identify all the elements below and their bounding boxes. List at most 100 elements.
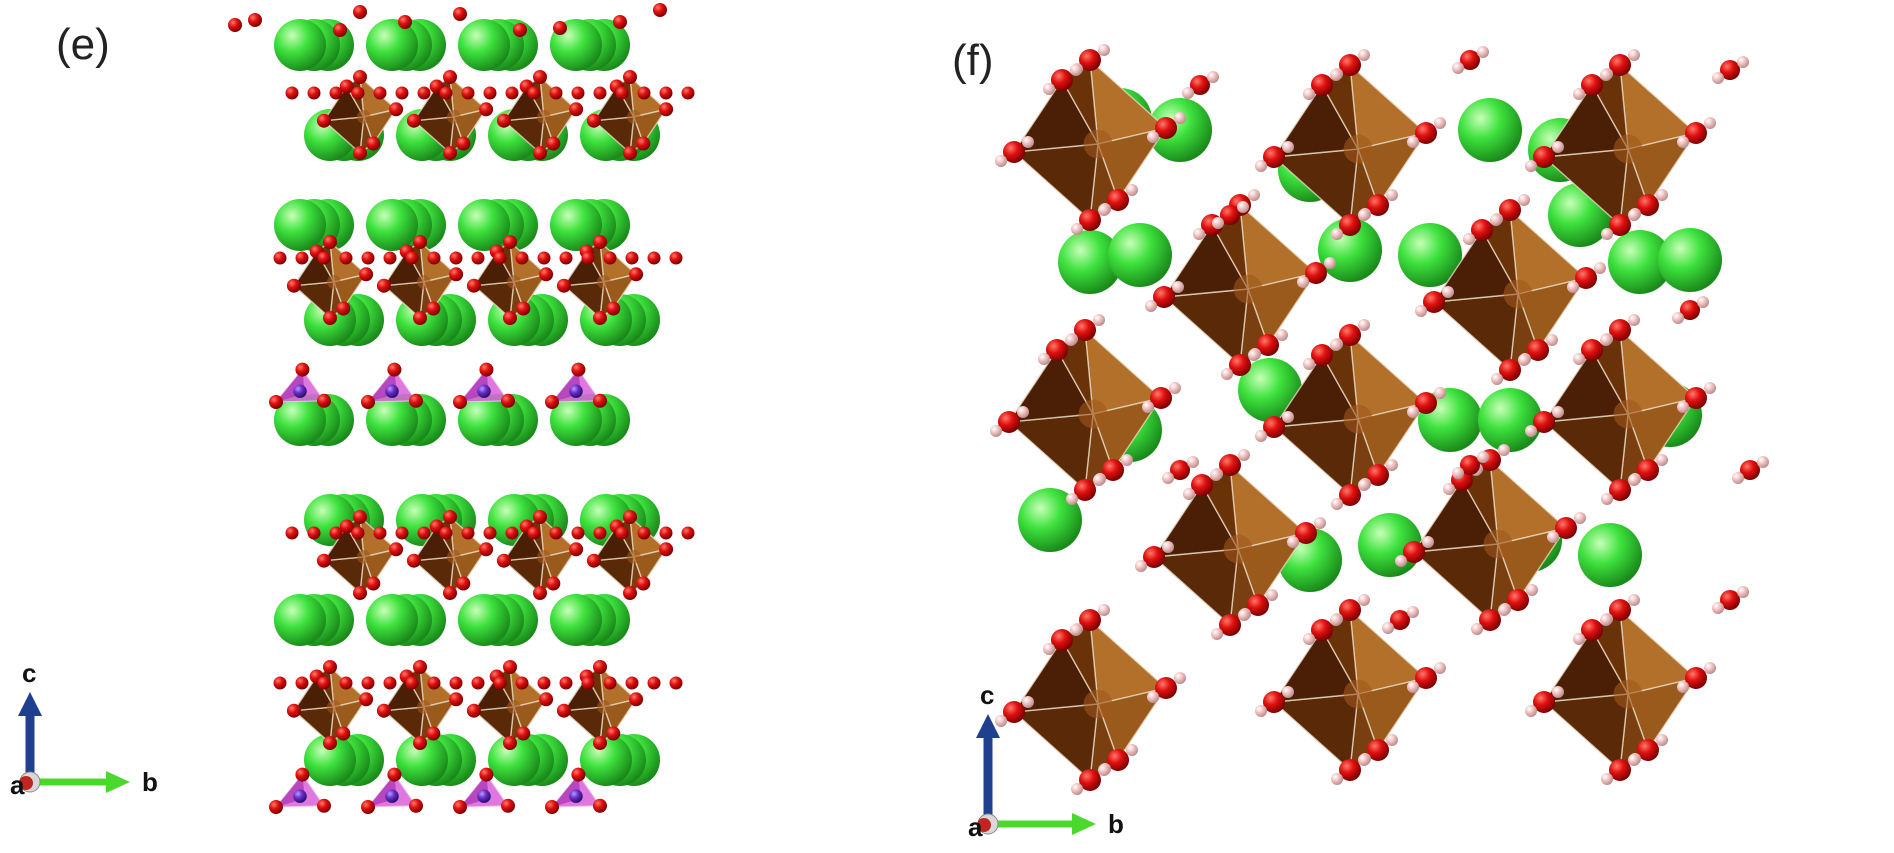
oxygen-atom [1507, 589, 1529, 611]
structure-e: cba [10, 3, 695, 814]
oxygen-atom [466, 278, 481, 293]
hydrogen-atom [1330, 614, 1342, 626]
hydrogen-atom [1704, 382, 1716, 394]
oxygen-atom [307, 526, 321, 540]
hydrogen-atom [1712, 72, 1724, 84]
hydrogen-atom [1386, 734, 1398, 746]
oxygen-atom [533, 510, 547, 524]
hydrogen-atom [1210, 469, 1222, 481]
oxygen-atom [1740, 460, 1760, 480]
hydrogen-atom [1656, 189, 1668, 201]
a-axis-label: a [10, 770, 25, 800]
oxygen-atom [471, 676, 485, 690]
hydrogen-atom [1382, 622, 1394, 634]
oxygen-atom [417, 526, 431, 540]
oxygen-atom [427, 676, 441, 690]
oxygen-atom [359, 692, 374, 707]
oxygen-atom [395, 526, 409, 540]
octahedron [1542, 328, 1698, 492]
oxygen-atom [503, 311, 517, 325]
oxygen-atom [1423, 291, 1445, 313]
oxygen-atom [549, 86, 563, 100]
oxygen-atom [539, 267, 554, 282]
oxygen-atom [1533, 411, 1555, 433]
hydrogen-atom [1022, 136, 1034, 148]
oxygen-atom [1581, 339, 1603, 361]
hydrogen-atom [1552, 141, 1564, 153]
oxygen-atom [248, 13, 262, 27]
oxygen-atom [1311, 74, 1333, 96]
octahedron [1432, 208, 1588, 372]
oxygen-atom [1527, 339, 1549, 361]
oxygen-atom [429, 519, 444, 534]
oxygen-atom [413, 235, 427, 249]
oxygen-atom [1339, 484, 1361, 506]
hydrogen-atom [990, 425, 1002, 437]
oxygen-atom [286, 278, 301, 293]
hydrogen-atom [1697, 296, 1709, 308]
tetrahedron [269, 767, 331, 814]
hydrogen-atom [1477, 451, 1489, 463]
oxygen-atom [333, 23, 347, 37]
oxygen-atom [466, 703, 481, 718]
oxygen-atom [228, 18, 242, 32]
hydrogen-atom [1434, 117, 1446, 129]
tetrahedron [269, 362, 331, 409]
hydrogen-atom [1248, 349, 1260, 361]
oxygen-atom [417, 86, 431, 100]
chlorine-atom [366, 394, 418, 446]
hydrogen-atom [1255, 430, 1267, 442]
hydrogen-atom [1358, 754, 1370, 766]
hydrogen-atom [1442, 286, 1454, 298]
chlorine-atom [488, 734, 540, 786]
hydrogen-atom [1628, 754, 1640, 766]
oxygen-atom [623, 510, 637, 524]
oxygen-atom [461, 86, 475, 100]
oxygen-atom [389, 542, 404, 557]
oxygen-atom [1575, 267, 1597, 289]
oxygen-atom [449, 251, 463, 265]
hydrogen-atom [1022, 696, 1034, 708]
oxygen-atom [515, 251, 529, 265]
oxygen-atom [1637, 459, 1659, 481]
hydrogen-atom [1443, 483, 1455, 495]
hydrogen-atom [1187, 456, 1199, 468]
oxygen-atom [1051, 69, 1073, 91]
oxygen-atom [533, 586, 547, 600]
hydrogen-atom [1601, 228, 1613, 240]
oxygen-atom [625, 676, 639, 690]
oxygen-atom [1720, 60, 1740, 80]
oxygen-atom [505, 526, 519, 540]
hydrogen-atom [1065, 334, 1077, 346]
hydrogen-atom [1677, 681, 1689, 693]
oxygen-atom [339, 676, 353, 690]
oxygen-atom [1295, 522, 1317, 544]
hydrogen-atom [1600, 69, 1612, 81]
hydrogen-atom [1121, 454, 1133, 466]
oxygen-atom [493, 251, 507, 265]
oxygen-atom [1609, 479, 1631, 501]
oxygen-atom [636, 576, 651, 591]
oxygen-atom [513, 23, 527, 37]
oxygen-atom [353, 510, 367, 524]
oxygen-atom [559, 251, 573, 265]
oxygen-atom [1367, 464, 1389, 486]
chlorine-atom [274, 19, 326, 71]
oxygen-atom [1609, 214, 1631, 236]
oxygen-atom [406, 113, 421, 128]
oxygen-atom [405, 676, 419, 690]
oxygen-atom [456, 576, 471, 591]
hydrogen-atom [1386, 459, 1398, 471]
oxygen-atom [1720, 590, 1740, 610]
oxygen-atom [1415, 122, 1437, 144]
oxygen-atom [273, 676, 287, 690]
chlorine-atom [1608, 230, 1672, 294]
oxygen-atom [273, 251, 287, 265]
oxygen-atom [439, 526, 453, 540]
hydrogen-atom [1628, 209, 1640, 221]
hydrogen-atom [1162, 472, 1174, 484]
hydrogen-atom [1145, 300, 1157, 312]
chlorine-atom [1108, 223, 1172, 287]
oxygen-atom [1150, 387, 1172, 409]
